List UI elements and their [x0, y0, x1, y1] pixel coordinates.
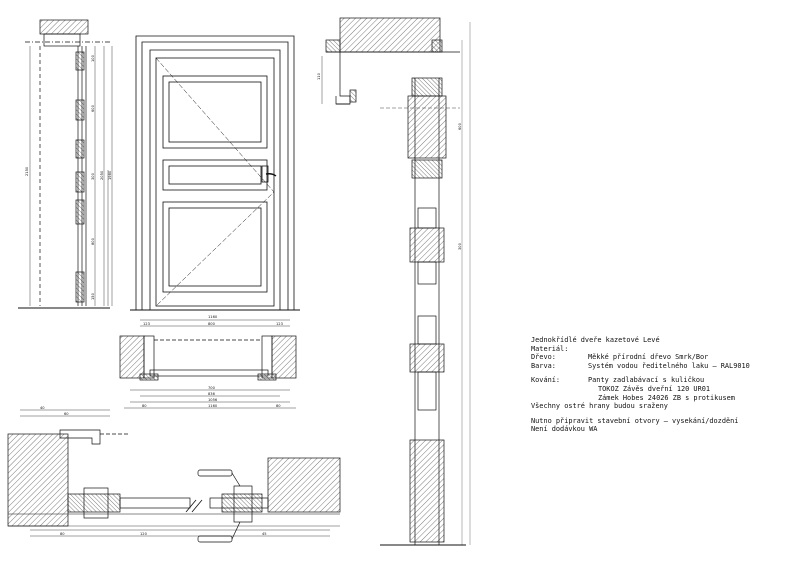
dim-elev-panel-c: 800: [91, 237, 95, 245]
dim-elev-panel-a: 600: [91, 104, 95, 112]
dim-elev-height-b: 1980: [108, 170, 112, 180]
hardware-line-3: Zámek Hobes 24026 ZB s protikusem: [598, 393, 735, 402]
dim-plan-inner-c: 836: [208, 392, 216, 396]
edges-note: Všechny ostré hrany budou sraženy: [531, 402, 668, 411]
color-value: Systém vodou ředitelného laku – RAL9010: [588, 361, 750, 370]
hardware-line-2: TOKOZ Závěs dveřní 120 UR01: [598, 384, 711, 393]
left-side-elevation: [18, 19, 113, 309]
dim-elev-total: 2150: [25, 166, 29, 176]
plan-dimension-labels: 1160 123 123 800 700 836 1056 1160 80 80: [142, 315, 283, 408]
door-plan-section: [119, 319, 297, 409]
delivery-note: Není dodávkou WA: [531, 425, 598, 434]
dim-elev-bottom: 150: [91, 292, 95, 300]
color-label: Barva:: [531, 361, 556, 370]
dim-plan-edge-left: 80: [142, 404, 147, 408]
hardware-label: Kování:: [531, 376, 561, 385]
dim-plan-inner-a: 800: [208, 322, 216, 326]
dim-side-mid: 300: [458, 242, 462, 250]
dim-side-top: 110: [317, 72, 321, 80]
dim-plan-inner-b: 700: [208, 386, 216, 390]
dim-elev-panel-b: 300: [91, 172, 95, 180]
horizontal-detail-section: [7, 409, 341, 543]
dim-detail-c: 80: [60, 532, 65, 536]
wood-label: Dřevo:: [531, 353, 556, 362]
dim-plan-edge-right: 80: [276, 404, 281, 408]
dim-plan-inner-d: 1056: [208, 398, 218, 402]
dim-plan-width-total: 1160: [208, 404, 218, 408]
dim-detail-b: 60: [64, 412, 69, 416]
opening-note: Nutno připravit stavební otvory – vyseká…: [531, 416, 739, 425]
dim-detail-e: 45: [262, 532, 267, 536]
detail-dimension-labels: 40 60 80 120 45: [40, 406, 267, 536]
dim-plan-left: 123: [143, 322, 150, 326]
dim-detail-a: 40: [40, 406, 45, 410]
specification-notes: Jednokřídlé dveře kazetové Levé Materiál…: [531, 336, 793, 434]
dim-side-panel: 600: [458, 122, 462, 130]
door-front-elevation: [130, 35, 300, 311]
wood-value: Měkké přírodní dřevo Smrk/Bor: [588, 353, 709, 362]
vertical-section-labels: 110 600 300: [317, 72, 462, 250]
dim-elev-height-a: 2050: [100, 170, 104, 180]
dim-plan-width-top: 1160: [208, 315, 218, 319]
dim-elev-top: 100: [91, 54, 95, 62]
hardware-line-1: Panty zadlabávací s kuličkou: [588, 376, 705, 385]
dim-detail-d: 120: [140, 532, 148, 536]
dim-plan-right: 123: [276, 322, 283, 326]
spec-title: Jednokřídlé dveře kazetové Levé: [531, 336, 660, 344]
vertical-section-detail: [321, 17, 471, 546]
left-elevation-labels: 2150 600 300 800 150 100 2050 1980: [25, 54, 112, 300]
materials-heading: Materiál:: [531, 344, 569, 353]
